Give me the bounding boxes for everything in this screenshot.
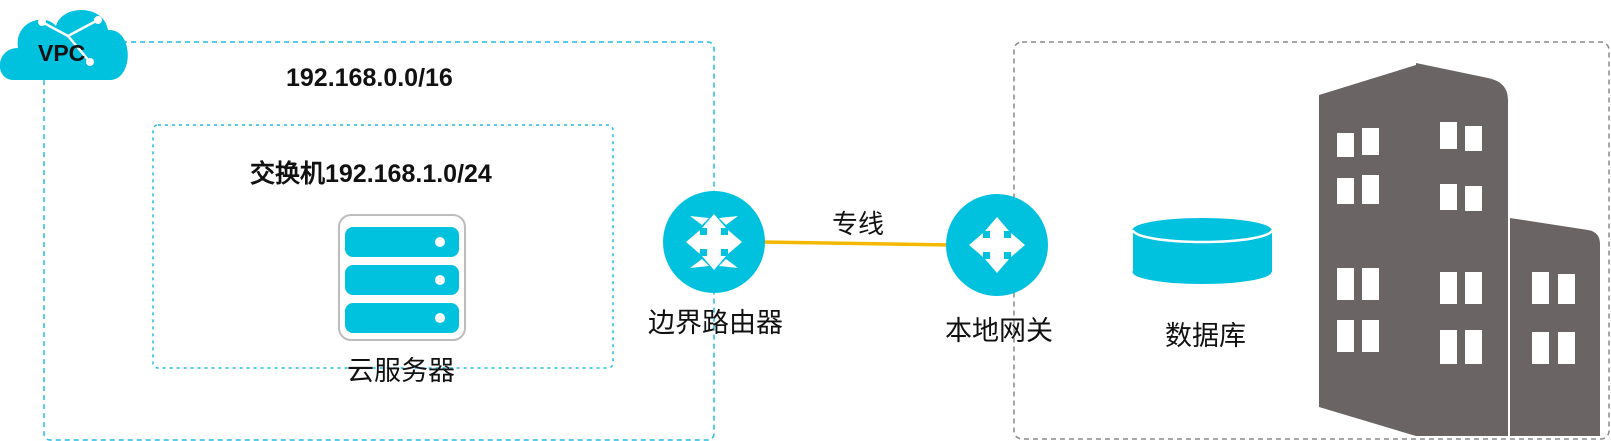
cloud-server-label: 云服务器 — [347, 356, 455, 386]
local-gateway-icon — [946, 194, 1048, 296]
leased-line-label: 专线 — [832, 209, 885, 239]
server-rack-icon — [338, 214, 466, 341]
database-label: 数据库 — [1165, 321, 1246, 351]
vpc-container — [43, 41, 715, 441]
border-router-label: 边界路由器 — [648, 308, 783, 338]
vpc-badge-label: VPC — [38, 40, 86, 66]
database-cylinder-icon — [1131, 218, 1274, 284]
office-buildings-icon — [1319, 63, 1600, 436]
local-gateway-label: 本地网关 — [945, 316, 1053, 346]
border-router-icon — [663, 191, 765, 293]
vpc-cidr-label: 192.168.0.0/16 — [286, 64, 453, 92]
switch-label: 交换机192.168.1.0/24 — [250, 160, 492, 188]
cloud-network-icon — [0, 10, 128, 80]
switch-container — [152, 124, 614, 369]
leased-line — [757, 240, 953, 247]
